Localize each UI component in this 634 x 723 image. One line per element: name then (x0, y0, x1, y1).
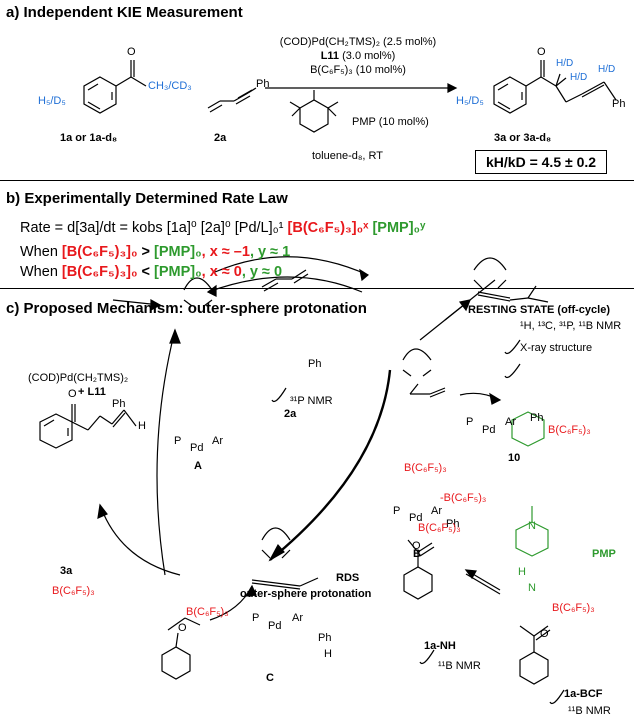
int-C: C (266, 672, 274, 684)
nh-h: H (518, 566, 526, 578)
section-a-title: a) Independent KIE Measurement (6, 4, 243, 21)
prod-benzene-ring (493, 76, 527, 114)
prod-hd1: H/D (556, 58, 574, 69)
bcf-adduct-o: O (540, 628, 549, 640)
sm-label: 1a or 1a-d₈ (60, 132, 118, 144)
sm-h5d5: H₅/D₅ (38, 95, 66, 107)
reagent-pmp: PMP (10 mol%) (352, 116, 429, 128)
sm-benzene-ring (83, 76, 117, 114)
b-ph: Ph (446, 518, 460, 530)
bcf-10: B(C₆F₅)₃ (404, 462, 447, 474)
enolate-bcf: B(C₆F₅)₃ (186, 606, 229, 618)
a-ar: Ar (212, 435, 223, 447)
condition-2: When [B(C₆F₅)₃]₀ < [PMP]₀, x ≈ 0, y ≈ 0 (20, 264, 283, 280)
bcf-adduct-label: 1a-BCF (564, 688, 603, 700)
prod-hd2: H/D (570, 72, 588, 83)
section-c-title: c) Proposed Mechanism: outer-sphere prot… (6, 300, 367, 317)
prod-label: 3a or 3a-d₈ (494, 132, 552, 144)
a-p: P (174, 435, 182, 447)
a-pd: Pd (190, 442, 204, 454)
divider-b (0, 288, 634, 289)
resting-xray: X-ray structure (520, 342, 593, 354)
bcf-adduct-ring (519, 651, 549, 685)
sm-o: O (127, 46, 136, 58)
enolate-label: 1a-NH (424, 640, 456, 652)
prod-hd3: H/D (598, 64, 616, 75)
c-p: P (252, 612, 260, 624)
prod-o: O (537, 46, 546, 58)
product-3a-ring (39, 413, 73, 449)
comp-10: 10 (508, 452, 521, 464)
pmp-n: N (528, 520, 536, 532)
solvent: toluene-d₈, RT (312, 150, 384, 162)
prod-bcf: B(C₆F₅)₃ (52, 585, 95, 597)
c-ar: Ar (292, 612, 303, 624)
reagent-2: L11 (3.0 mol%) (320, 50, 396, 62)
alkyne-label: 2a (214, 132, 227, 144)
ten-ph: Ph (530, 412, 544, 424)
nh-bcf: B(C₆F₅)₃ (418, 522, 461, 534)
prod-3a: 3a (60, 565, 73, 577)
alkyne-in-ph: Ph (308, 358, 322, 370)
enolate-c-ring (161, 646, 191, 680)
c-pd: Pd (268, 620, 282, 632)
bcf-adduct-nmr: ¹¹B NMR (568, 705, 611, 717)
reagent-1: (COD)Pd(CH₂TMS)₂ (2.5 mol%) (279, 36, 437, 48)
rds-desc: outer-sphere protonation (240, 588, 372, 600)
b-pd: Pd (409, 512, 423, 524)
b-p: P (393, 505, 401, 517)
pmp-ring-a (299, 99, 329, 133)
c-ph: Ph (318, 632, 332, 644)
section-b-title: b) Experimentally Determined Rate Law (6, 190, 288, 207)
nh-o: O (412, 540, 421, 552)
b-ar: Ar (431, 505, 442, 517)
resting-nmr: ¹H, ¹³C, ³¹P, ¹¹B NMR (520, 320, 622, 332)
c-h: H (324, 648, 332, 660)
precat-2: + L11 (78, 386, 106, 398)
int-B: B (413, 548, 421, 560)
prod3a-h: H (138, 420, 146, 432)
rate-law: Rate = d[3a]/dt = kobs [1a]⁰ [2a]⁰ [Pd/L… (20, 220, 426, 236)
condition-1: When [B(C₆F₅)₃]₀ > [PMP]₀, x ≈ –1, y ≈ 1 (20, 244, 291, 260)
piperidinium-ring (511, 411, 545, 447)
prod3a-ph: Ph (112, 398, 126, 410)
bcf-adduct-bcf: B(C₆F₅)₃ (552, 602, 595, 614)
pmp-label: PMP (592, 548, 616, 560)
resting-title: RESTING STATE (off-cycle) (468, 304, 610, 316)
reagent-3: B(C₆F₅)₃ (10 mol%) (310, 64, 406, 76)
ten-ar: Ar (505, 416, 516, 428)
ten-bcf: B(C₆F₅)₃ (548, 424, 591, 436)
prod-ph: Ph (612, 98, 626, 110)
enolate-o: O (178, 622, 187, 634)
enolate-nmr: ¹¹B NMR (438, 660, 481, 672)
rds: RDS (336, 572, 360, 584)
kie-box: kH/kD = 4.5 ± 0.2 (475, 150, 608, 174)
cat-A: A (194, 460, 202, 472)
sub-2a: 2a (284, 408, 297, 420)
p31-nmr: ³¹P NMR (290, 395, 333, 407)
ten-pd: Pd (482, 424, 496, 436)
enolate-nh-ring (403, 566, 433, 600)
prod3a-o: O (68, 388, 77, 400)
prod-h5d5: H₅/D₅ (456, 95, 484, 107)
precat-1: (COD)Pd(CH₂TMS)₂ (28, 372, 129, 384)
divider-a (0, 180, 634, 181)
nh-n: N (528, 582, 536, 594)
minus-bcf: -B(C₆F₅)₃ (440, 492, 487, 504)
ten-p: P (466, 416, 474, 428)
alkyne-ph: Ph (256, 78, 270, 90)
sm-chain: CH₃/CD₃ (148, 80, 192, 92)
